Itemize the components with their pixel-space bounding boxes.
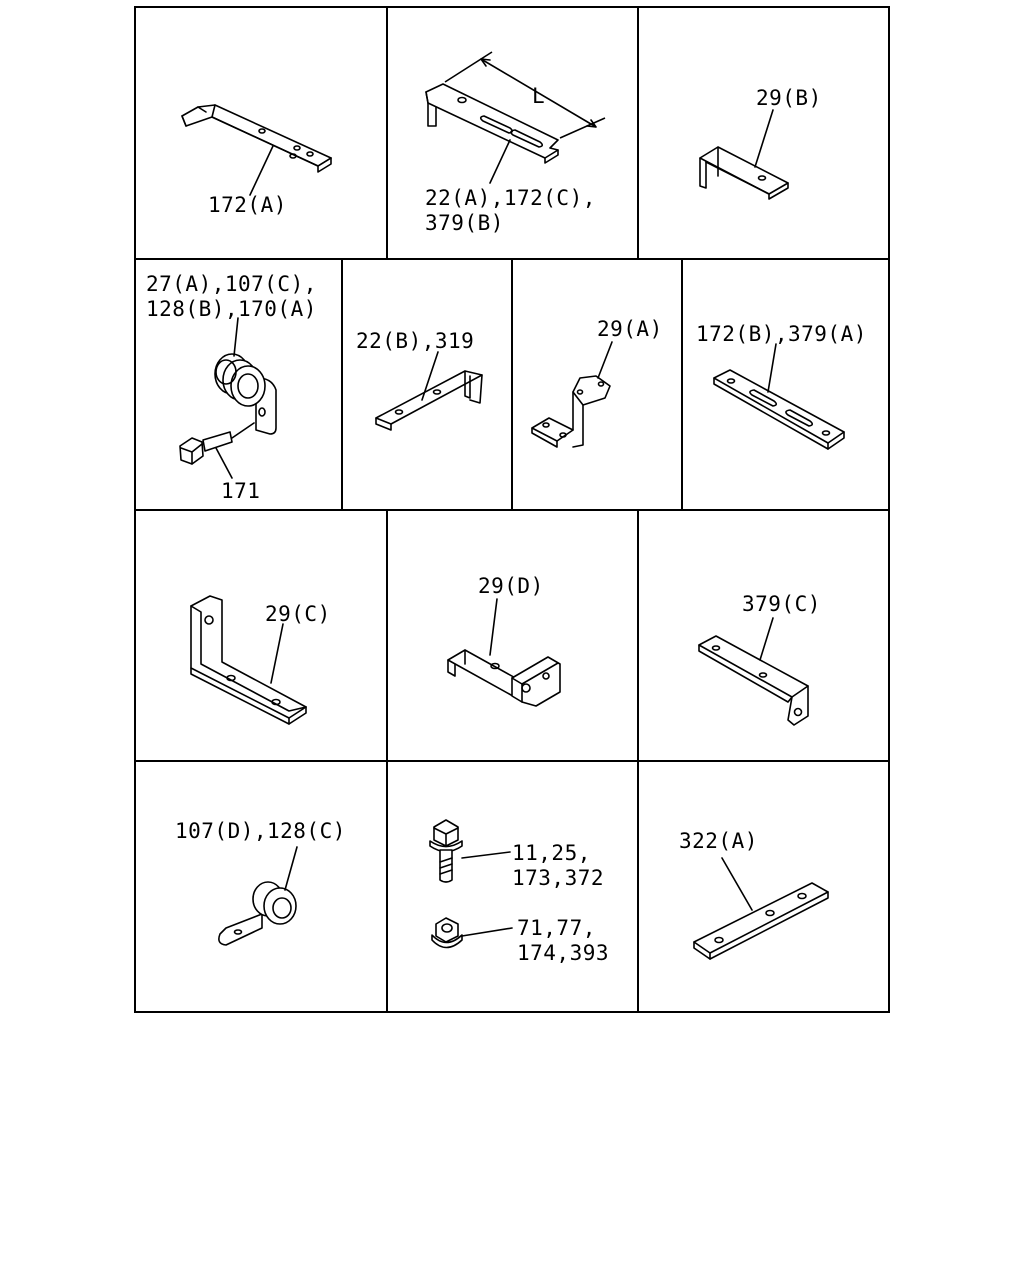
three-hole-strap-drawing [693, 857, 829, 960]
l-bracket-drawing [699, 109, 789, 200]
cell-172b-379a: 172(B),379(A) [696, 322, 867, 450]
part-label: 107(D),128(C) [175, 819, 346, 843]
offset-bracket-drawing [531, 341, 613, 448]
cell-322a: 322(A) [679, 829, 829, 960]
part-label: 22(B),319 [356, 329, 474, 353]
hat-bracket-drawing [447, 598, 561, 707]
bolt-label: 171 [221, 479, 260, 503]
flange-nut-drawing [431, 917, 513, 949]
part-label: 379(B) [425, 211, 504, 235]
part-label: 27(A),107(C), [146, 272, 317, 296]
part-label: 29(C) [265, 602, 331, 626]
slotted-bracket-drawing [425, 51, 606, 184]
cell-29c: 29(C) [190, 595, 331, 725]
nut-label: 71,77, [517, 916, 596, 940]
flange-bolt-drawing [429, 819, 511, 883]
part-label: 22(A),172(C), [425, 186, 596, 210]
angle-bracket-drawing [190, 595, 307, 725]
part-label: 172(A) [208, 193, 287, 217]
cell-107d-128c: 107(D),128(C) [175, 819, 346, 946]
part-label: 29(A) [597, 317, 663, 341]
double-slot-strap-drawing [713, 343, 845, 450]
cell-172a: 172(A) [181, 104, 332, 217]
grommet-bracket-drawing [179, 317, 277, 479]
part-label: 128(B),170(A) [146, 297, 317, 321]
cell-bolt-nut: 11,25, 173,372 71,77, 174,393 [429, 819, 609, 965]
flat-bracket-drawing [181, 104, 332, 196]
grid-frame [134, 6, 890, 1013]
p-clip-drawing [218, 846, 298, 946]
bent-strap-drawing [375, 351, 483, 431]
tab-bracket-drawing [698, 617, 809, 726]
cell-29d: 29(D) [447, 574, 561, 707]
part-label: 29(B) [756, 86, 822, 110]
cell-22a-172c-379b: L 22(A),172(C), 379(B) [425, 51, 606, 235]
nut-label: 174,393 [517, 941, 609, 965]
cell-379c: 379(C) [698, 592, 821, 726]
bolt-label: 173,372 [512, 866, 604, 890]
cell-29b: 29(B) [699, 86, 822, 200]
bolt-label: 11,25, [512, 841, 591, 865]
cell-22b-319: 22(B),319 [356, 329, 483, 431]
part-label: 379(C) [742, 592, 821, 616]
cell-27a-grommet: 27(A),107(C), 128(B),170(A) 171 [146, 272, 317, 503]
part-label: 322(A) [679, 829, 758, 853]
dimension-label: L [532, 84, 545, 108]
part-label: 172(B),379(A) [696, 322, 867, 346]
part-label: 29(D) [478, 574, 544, 598]
cell-29a: 29(A) [531, 317, 663, 448]
